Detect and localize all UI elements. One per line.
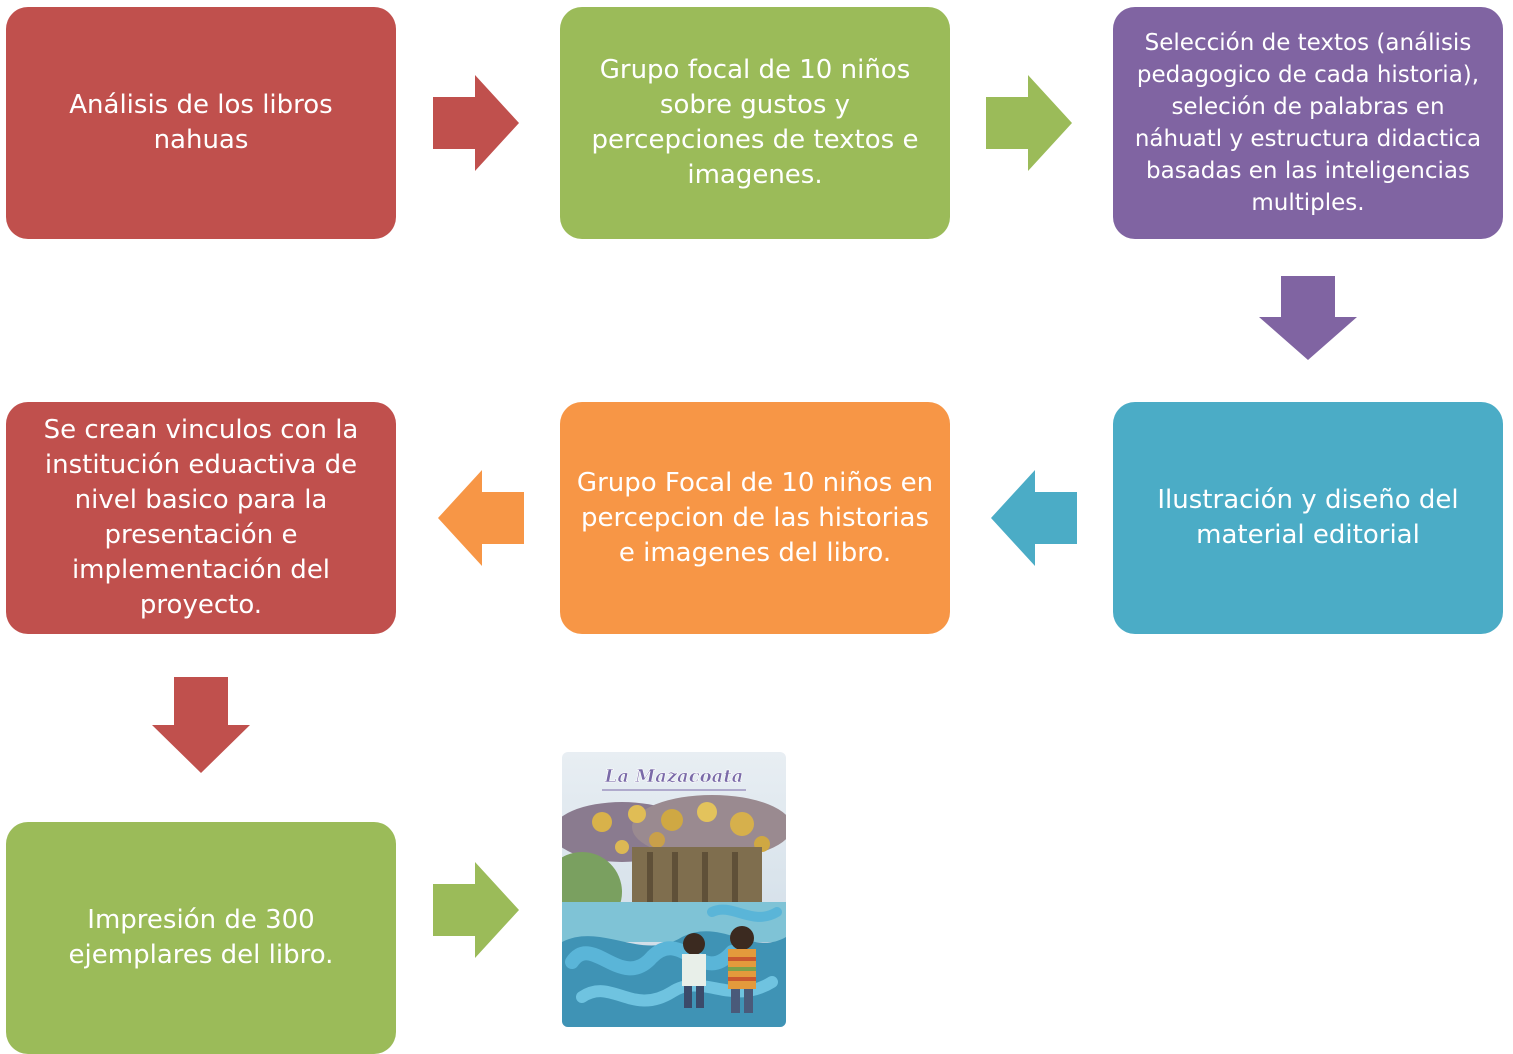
step-text: Grupo Focal de 10 niños en percepcion de…: [576, 467, 934, 568]
step-text: Selección de textos (análisis pedagogico…: [1134, 30, 1482, 216]
arrow-left-icon: [438, 470, 524, 566]
step-text: Grupo focal de 10 niños sobre gustos y p…: [591, 55, 919, 190]
step-text: Impresión de 300 ejemplares del libro.: [68, 905, 334, 970]
arrow-right-icon: [433, 75, 519, 171]
book-cover-image: La Mazacoata: [562, 752, 786, 1027]
step-box-printing: Impresión de 300 ejemplares del libro.: [6, 822, 396, 1054]
step-box-text-selection: Selección de textos (análisis pedagogico…: [1113, 7, 1503, 239]
step-text: Análisis de los libros nahuas: [69, 90, 333, 155]
arrow-right-icon: [986, 75, 1072, 171]
arrow-left-icon: [991, 470, 1077, 566]
arrow-down-icon: [1259, 276, 1357, 360]
arrow-right-icon: [433, 862, 519, 958]
book-cover-title: La Mazacoata: [604, 766, 744, 787]
step-text: Se crean vinculos con la institución edu…: [43, 415, 359, 620]
step-box-focus-group: Grupo focal de 10 niños sobre gustos y p…: [560, 7, 950, 239]
step-box-illustration: Ilustración y diseño del material editor…: [1113, 402, 1503, 634]
step-box-focus-group-2: Grupo Focal de 10 niños en percepcion de…: [560, 402, 950, 634]
arrow-down-icon: [152, 677, 250, 773]
step-box-institution-links: Se crean vinculos con la institución edu…: [6, 402, 396, 634]
step-box-analysis: Análisis de los libros nahuas: [6, 7, 396, 239]
step-text: Ilustración y diseño del material editor…: [1157, 485, 1459, 550]
